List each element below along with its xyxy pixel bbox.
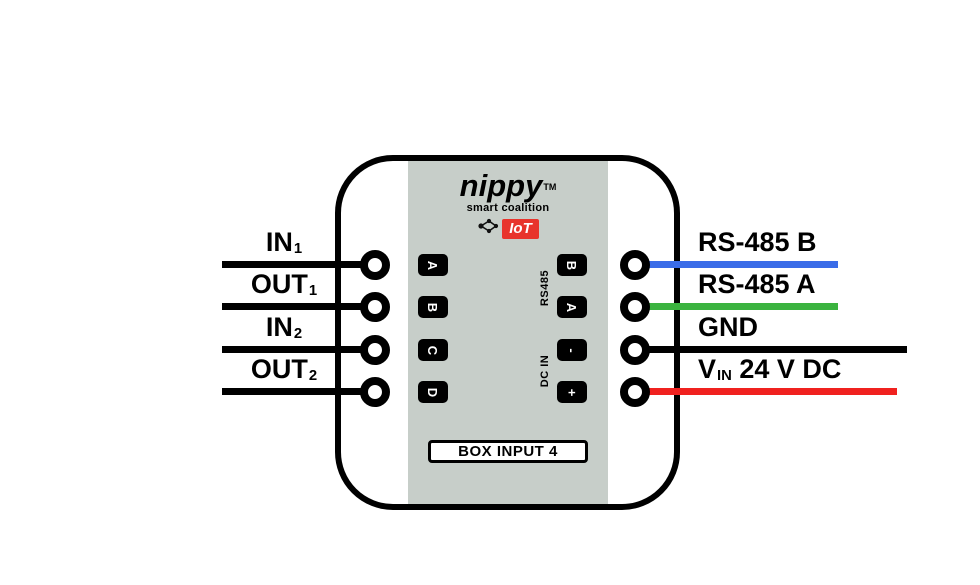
- label-rs485-a-text: RS-485 A: [698, 269, 816, 299]
- tag-dc-plus-sign: +: [564, 388, 580, 396]
- tag-c-letter: C: [425, 345, 441, 355]
- label-vin-rest: 24 V DC: [731, 354, 842, 384]
- label-in1-text: IN: [265, 227, 293, 257]
- tag-rs485-b: B: [557, 254, 587, 276]
- network-nodes-icon: [477, 217, 499, 240]
- terminal-in2: [360, 335, 390, 365]
- label-rs485-a: RS-485 A: [698, 269, 817, 299]
- tag-dc-minus: -: [557, 339, 587, 361]
- tag-d: D: [418, 381, 448, 403]
- terminal-in1: [360, 250, 390, 280]
- brand-name: nippy: [459, 168, 543, 203]
- brand-logo: nippyTM: [408, 170, 608, 201]
- tag-a: A: [418, 254, 448, 276]
- group-label-rs485: RS485: [539, 269, 551, 307]
- label-out2-sub: 2: [308, 368, 318, 384]
- tag-a-letter: A: [425, 260, 441, 270]
- terminal-vin: [620, 377, 650, 407]
- wire-in2: [222, 346, 375, 353]
- label-out2-text: OUT: [250, 354, 308, 384]
- label-vin-text: V: [698, 354, 717, 384]
- device-outline: [335, 155, 680, 510]
- trademark: TM: [543, 181, 557, 192]
- tag-rs485-a-letter: A: [564, 302, 580, 312]
- wire-rs485-b: [635, 261, 838, 268]
- wire-vin: [635, 388, 897, 395]
- wire-in1: [222, 261, 375, 268]
- wire-out2: [222, 388, 375, 395]
- label-gnd: GND: [698, 312, 759, 342]
- tag-dc-plus: +: [557, 381, 587, 403]
- tag-dc-minus-sign: -: [564, 347, 580, 353]
- label-vin-sub: IN: [717, 368, 732, 384]
- iot-badge: IoT: [502, 218, 539, 239]
- label-out1: OUT1: [222, 269, 346, 299]
- label-vin: VIN 24 V DC: [698, 354, 841, 384]
- tag-rs485-a: A: [557, 296, 587, 318]
- label-out1-text: OUT: [250, 269, 308, 299]
- tag-b-letter: B: [425, 302, 441, 312]
- label-out1-sub: 1: [308, 283, 318, 299]
- label-in1-sub: 1: [293, 241, 303, 257]
- label-rs485-b-text: RS-485 B: [698, 227, 817, 257]
- tag-b: B: [418, 296, 448, 318]
- label-in2-sub: 2: [293, 326, 303, 342]
- wire-out1: [222, 303, 375, 310]
- brand-tagline: smart coalition: [466, 202, 550, 214]
- model-badge: BOX INPUT 4: [428, 440, 588, 463]
- wire-gnd: [635, 346, 907, 353]
- wire-rs485-a: [635, 303, 838, 310]
- terminal-rs485-a: [620, 292, 650, 322]
- tag-d-letter: D: [425, 387, 441, 397]
- label-in1: IN1: [222, 227, 346, 257]
- label-gnd-text: GND: [698, 312, 758, 342]
- terminal-out2: [360, 377, 390, 407]
- label-in2: IN2: [222, 312, 346, 342]
- brand-block: nippyTM smart coalition IoT: [408, 170, 608, 240]
- terminal-rs485-b: [620, 250, 650, 280]
- terminal-out1: [360, 292, 390, 322]
- label-in2-text: IN: [265, 312, 293, 342]
- terminal-gnd: [620, 335, 650, 365]
- label-out2: OUT2: [222, 354, 346, 384]
- tag-rs485-b-letter: B: [564, 260, 580, 270]
- iot-logo-row: IoT: [408, 217, 608, 240]
- tag-c: C: [418, 339, 448, 361]
- label-rs485-b: RS-485 B: [698, 227, 818, 257]
- group-label-dcin: DC IN: [539, 354, 551, 388]
